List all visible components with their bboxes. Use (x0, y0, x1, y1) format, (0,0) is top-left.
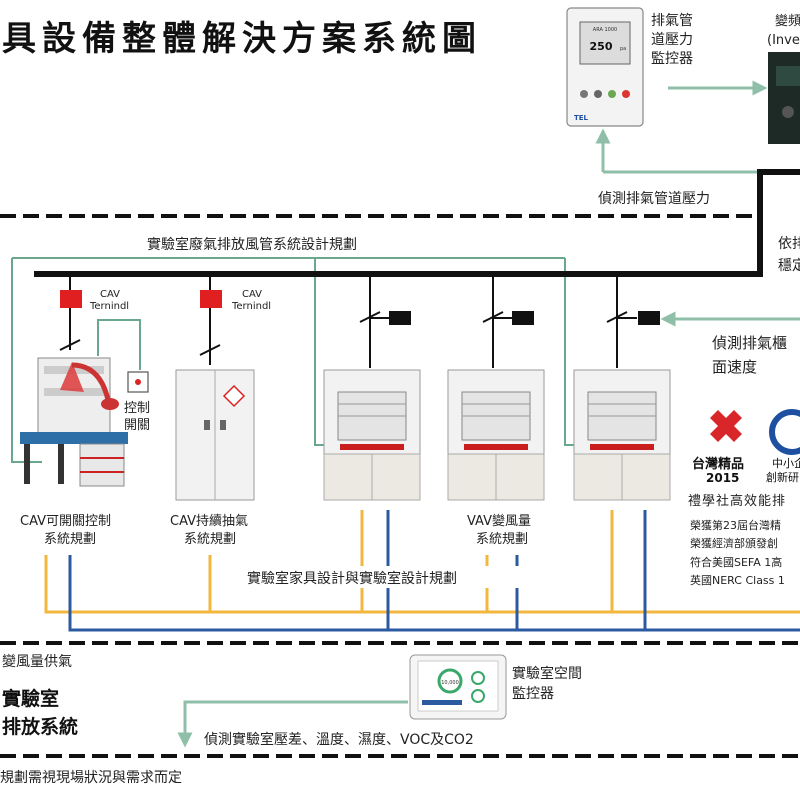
lab-exhaust-title-1: 實驗室 (2, 687, 59, 710)
monitor-button-3 (608, 90, 616, 98)
caption-cav-switch-2: 系統規劃 (44, 532, 96, 547)
sme-award-label-1: 中小企 (772, 456, 800, 470)
space-monitor-device: 10,000 (409, 654, 507, 720)
inverter-device (768, 52, 800, 144)
cav-terminal-1 (60, 290, 82, 308)
cav-terminal-1-line-2: Ternindl (89, 301, 129, 312)
control-switch-label-2: 開關 (124, 418, 150, 433)
page-title: 具設備整體解決方案系統圖 (2, 19, 482, 59)
company-line-2: 榮獲第23屆台灣精 (690, 518, 781, 532)
right-note-line-1: 依排 (778, 236, 800, 252)
taiwan-excellence-award (710, 410, 742, 442)
pressure-monitor-label-2: 道壓力 (651, 32, 693, 48)
footer-note: 規劃需視現場狀況與需求而定 (0, 770, 182, 786)
caption-cav-continuous-1: CAV持續抽氣 (170, 514, 248, 529)
fume-hood-3 (573, 369, 671, 501)
duct-drops (59, 274, 637, 368)
space-monitor-value: 10,000 (441, 680, 459, 686)
award-year: 2015 (706, 471, 739, 485)
inverter-label-1: 變頻 (775, 13, 800, 29)
monitor-button-4 (622, 90, 630, 98)
detect-face-velocity-1: 偵測排氣櫃 (712, 334, 787, 352)
award-label-1: 台灣精品 (692, 456, 744, 472)
detect-face-velocity-2: 面速度 (712, 358, 757, 376)
chemical-storage-cabinet (175, 369, 255, 501)
monitor-button-2 (594, 90, 602, 98)
vav-actuator-2 (512, 311, 534, 325)
detect-lab-label: 偵測實驗室壓差、溫度、濕度、VOC及CO2 (204, 731, 474, 748)
pressure-monitor-device: ARA 1000 250 pa TEL (566, 7, 644, 127)
furniture-design-label: 實驗室家具設計與實驗室設計規劃 (247, 570, 457, 587)
vav-actuator-3 (638, 311, 660, 325)
supply-lines-yellow (44, 510, 800, 614)
control-switch-label-1: 控制 (124, 401, 150, 416)
lab-bench-with-snorkel (20, 357, 128, 487)
pressure-monitor-unit: pa (620, 46, 626, 52)
vav-supply-label: 變風量供氣 (2, 654, 72, 670)
lab-detect-arrow (177, 700, 408, 748)
company-line-4: 符合美國SEFA 1高 (690, 555, 782, 569)
cav-terminal-2-line-2: Ternindl (231, 301, 271, 312)
main-exhaust-duct (757, 169, 800, 274)
pressure-monitor-brand: TEL (574, 114, 589, 122)
company-line-3: 榮獲經濟部頒發創 (690, 536, 778, 550)
vav-actuator-1 (389, 311, 411, 325)
company-line-1: 禮學社高效能排 (688, 493, 786, 509)
monitor-button-1 (580, 90, 588, 98)
pressure-monitor-label-3: 監控器 (651, 50, 693, 67)
caption-cav-continuous-2: 系統規劃 (184, 532, 236, 547)
caption-vav-2: 系統規劃 (476, 532, 528, 547)
company-line-5: 英國NERC Class 1 (690, 573, 785, 587)
sme-innovation-award (769, 409, 800, 455)
inverter-label-2: (Inve (767, 33, 800, 48)
duct-design-label: 實驗室廢氣排放風管系統設計規劃 (147, 236, 357, 253)
cav-terminal-2-line-1: CAV (242, 289, 262, 300)
fume-hood-1 (323, 369, 421, 501)
pressure-monitor-model: ARA 1000 (593, 27, 617, 33)
right-note-line-2: 穩定 (778, 258, 800, 274)
space-monitor-label-2: 監控器 (512, 685, 554, 702)
control-switch-line (97, 319, 141, 370)
control-loop-line-left (11, 258, 42, 463)
pressure-monitor-value: 250 (590, 40, 613, 53)
detect-duct-pressure-label: 偵測排氣管道壓力 (598, 191, 710, 207)
sme-award-label-2: 創新研 (766, 470, 799, 484)
cav-terminal-1-line-1: CAV (100, 289, 120, 300)
pressure-monitor-label-1: 排氣管 (651, 13, 693, 29)
lab-exhaust-title-2: 排放系統 (2, 715, 78, 738)
caption-vav-1: VAV變風量 (467, 513, 531, 529)
space-monitor-label-1: 實驗室空間 (512, 665, 582, 682)
cav-terminal-2 (200, 290, 222, 308)
caption-cav-switch-1: CAV可開關控制 (20, 514, 111, 529)
fume-hood-2 (447, 369, 545, 501)
